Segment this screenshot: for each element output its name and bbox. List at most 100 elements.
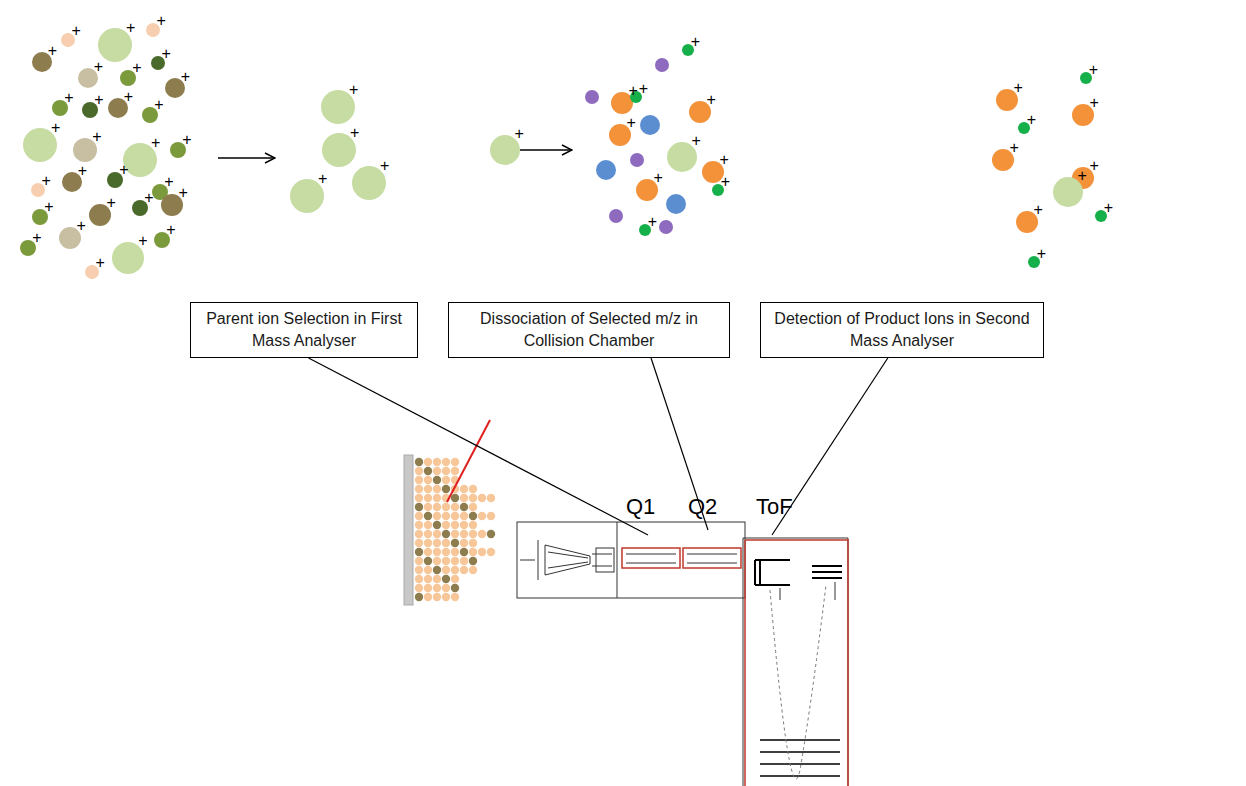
- matrix-dot: [415, 584, 423, 592]
- charge-sign: +: [627, 114, 636, 131]
- matrix-dot: [478, 512, 486, 520]
- matrix-dot: [442, 467, 450, 475]
- matrix-dot: [433, 530, 441, 538]
- charge-sign: +: [1027, 111, 1036, 128]
- ion: [666, 194, 686, 214]
- charge-sign: +: [1090, 94, 1099, 111]
- label-holder: +: [691, 33, 700, 51]
- matrix-dot: [433, 539, 441, 547]
- label-holder: +: [162, 45, 171, 63]
- matrix-dot: [469, 485, 477, 493]
- matrix-dot: [433, 584, 441, 592]
- matrix-dot: [433, 521, 441, 529]
- charge-sign: +: [96, 254, 105, 271]
- leader-lines: [309, 358, 888, 535]
- matrix-dot: [424, 494, 432, 502]
- matrix-dot: [433, 458, 441, 466]
- label-holder: +: [1090, 157, 1099, 175]
- charge-sign: +: [166, 221, 175, 238]
- matrix-dot: [442, 530, 450, 538]
- charge-sign: +: [720, 151, 729, 168]
- matrix-dot: [433, 485, 441, 493]
- leader-line: [309, 358, 648, 535]
- charge-sign: +: [721, 173, 730, 190]
- matrix-dot: [460, 512, 468, 520]
- label-holder: +: [124, 88, 133, 106]
- label-holder: +: [182, 131, 191, 149]
- matrix-dot: [487, 548, 495, 556]
- charge-sign: +: [162, 45, 171, 62]
- matrix-dot: [460, 521, 468, 529]
- matrix-dot: [424, 539, 432, 547]
- matrix-dot: [433, 512, 441, 520]
- charge-sign: +: [78, 162, 87, 179]
- matrix-dot: [415, 512, 423, 520]
- charge-sign: +: [72, 22, 81, 39]
- label-holder: +: [648, 213, 657, 231]
- label-holder: +: [720, 151, 729, 169]
- matrix-dot: [460, 494, 468, 502]
- matrix-dot: [433, 467, 441, 475]
- matrix-dot: [478, 548, 486, 556]
- label-holder: Q1: [626, 494, 655, 520]
- label-holder: +: [107, 194, 116, 212]
- matrix-dot: [424, 503, 432, 511]
- charge-sign: +: [126, 19, 135, 36]
- ion-groups: [20, 23, 1107, 279]
- ion: [640, 115, 660, 135]
- process-box: Detection of Product Ions in Second Mass…: [760, 302, 1044, 358]
- label-holder: +: [639, 80, 648, 98]
- charge-sign: +: [107, 194, 116, 211]
- label-holder: +: [380, 157, 389, 175]
- matrix-dot: [460, 503, 468, 511]
- matrix-dot: [424, 512, 432, 520]
- label-holder: +: [119, 161, 128, 179]
- label-holder: +: [78, 162, 87, 180]
- matrix-dot: [442, 476, 450, 484]
- charge-sign: +: [515, 125, 524, 142]
- charge-sign: +: [138, 232, 147, 249]
- q2-region: [683, 548, 741, 568]
- matrix-dot: [469, 530, 477, 538]
- label-holder: +: [318, 170, 327, 188]
- matrix-dot: [424, 476, 432, 484]
- matrix-dot: [460, 557, 468, 565]
- matrix-dot: [451, 494, 459, 502]
- label-holder: +: [132, 59, 141, 77]
- label-holder: +: [51, 119, 60, 137]
- label-holder: +: [48, 42, 57, 60]
- matrix-dot: [424, 593, 432, 601]
- section-label: ToF: [756, 494, 793, 519]
- label-holder: +: [1027, 111, 1036, 129]
- tof-region: [745, 540, 848, 786]
- matrix-dot: [469, 494, 477, 502]
- label-holder: +: [92, 128, 101, 146]
- label-holder: +: [349, 81, 358, 99]
- label-holder: +: [64, 89, 73, 107]
- matrix-dot: [415, 539, 423, 547]
- matrix-dot: [433, 593, 441, 601]
- charge-sign: +: [707, 91, 716, 108]
- charge-sign: +: [94, 58, 103, 75]
- matrix-dot: [478, 530, 486, 538]
- sample-plate: [404, 455, 413, 605]
- charge-sign: +: [132, 59, 141, 76]
- box-label: Parent ion Selection in First Mass Analy…: [201, 308, 407, 351]
- label-holder: +: [1104, 199, 1113, 217]
- matrix-dot: [415, 458, 423, 466]
- sample-matrix: [415, 458, 495, 601]
- label-holder: +: [151, 134, 160, 152]
- process-box: Dissociation of Selected m/z in Collisio…: [448, 302, 730, 358]
- charge-sign: +: [629, 82, 638, 99]
- charge-sign: +: [154, 96, 163, 113]
- label-holder: Q2: [688, 494, 717, 520]
- matrix-dot: [424, 575, 432, 583]
- matrix-dot: [451, 458, 459, 466]
- matrix-dot: [451, 467, 459, 475]
- charge-sign: +: [124, 88, 133, 105]
- matrix-dot: [487, 530, 495, 538]
- label-holder: +: [515, 125, 524, 143]
- instrument: [517, 522, 848, 786]
